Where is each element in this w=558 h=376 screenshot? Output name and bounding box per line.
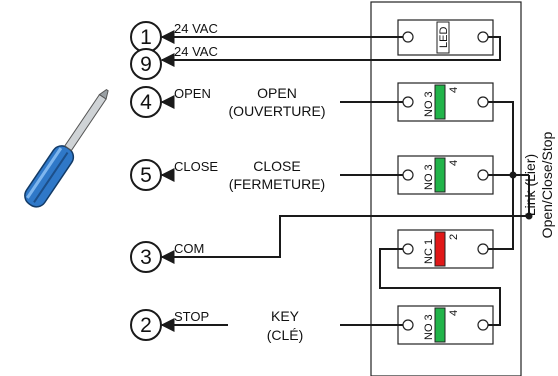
signal-label: OPEN bbox=[174, 86, 211, 101]
module-label: LED bbox=[438, 27, 450, 48]
terminal-number: 1 bbox=[140, 26, 152, 49]
module-pin: 2 bbox=[448, 234, 460, 240]
function-label-fr: (OUVERTURE) bbox=[229, 103, 326, 119]
module-pin: 4 bbox=[448, 87, 460, 93]
relay-module-close: NO 3 4 bbox=[397, 155, 494, 195]
screwdriver-icon bbox=[24, 88, 109, 208]
relay-module-open: NO 3 4 bbox=[397, 82, 494, 122]
module-label: NO 3 bbox=[423, 164, 435, 190]
function-label: OPEN bbox=[257, 85, 297, 101]
relay-module-stop: NO 3 4 bbox=[397, 305, 494, 345]
terminal-2: 2 bbox=[130, 309, 162, 341]
link-note-line2: Open/Close/Stop bbox=[539, 131, 555, 238]
function-label: CLOSE bbox=[253, 158, 300, 174]
signal-label: COM bbox=[174, 241, 204, 256]
terminal-9: 9 bbox=[130, 48, 162, 80]
wiring bbox=[160, 30, 533, 332]
terminal-number: 2 bbox=[140, 314, 152, 337]
link-note-line1: Link (Lier) bbox=[522, 154, 538, 216]
terminal-number: 4 bbox=[140, 91, 152, 114]
signal-label: CLOSE bbox=[174, 159, 218, 174]
terminal-5: 5 bbox=[130, 159, 162, 191]
signal-label: 24 VAC bbox=[174, 44, 218, 59]
function-label-fr: (CLÉ) bbox=[267, 327, 304, 343]
terminal-number: 3 bbox=[140, 246, 152, 269]
module-pin: 4 bbox=[448, 310, 460, 316]
signal-label: 24 VAC bbox=[174, 21, 218, 36]
module-pin: 4 bbox=[448, 160, 460, 166]
terminal-number: 9 bbox=[140, 53, 152, 76]
led-module: LED bbox=[397, 19, 494, 56]
module-label: NO 3 bbox=[423, 91, 435, 117]
terminal-number: 5 bbox=[140, 164, 152, 187]
function-label-fr: (FERMETURE) bbox=[229, 176, 325, 192]
terminal-board bbox=[370, 1, 522, 376]
terminal-1: 1 bbox=[130, 21, 162, 53]
terminal-3: 3 bbox=[130, 241, 162, 273]
module-label: NC 1 bbox=[423, 239, 435, 264]
signal-label: STOP bbox=[174, 309, 209, 324]
relay-module-com: NC 1 2 bbox=[397, 229, 494, 269]
function-label: KEY bbox=[271, 308, 300, 324]
module-label: NO 3 bbox=[423, 314, 435, 340]
terminal-4: 4 bbox=[130, 86, 162, 118]
